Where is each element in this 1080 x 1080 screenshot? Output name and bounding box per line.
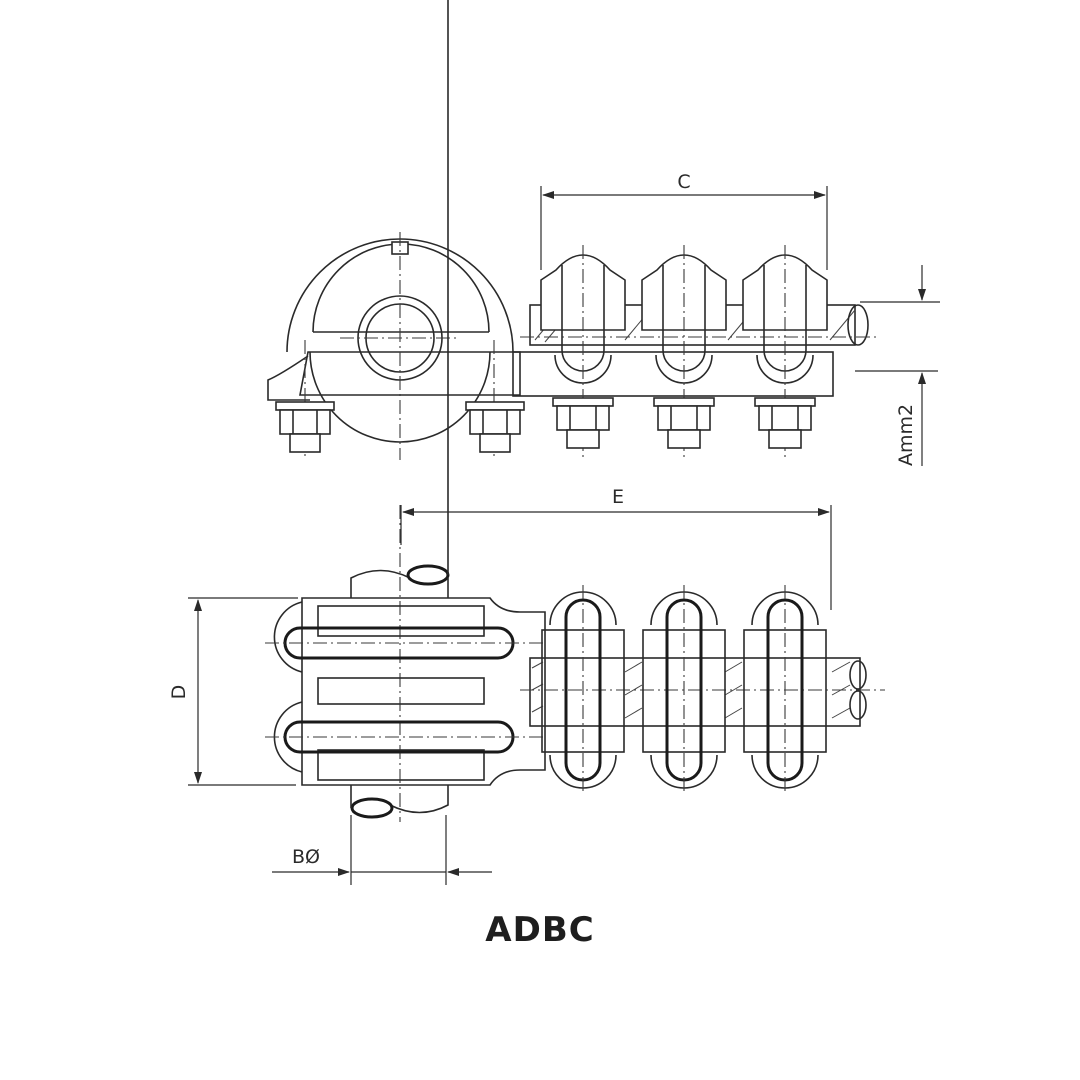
dimension-c: C xyxy=(540,171,828,270)
dimension-e: E xyxy=(400,486,832,610)
dimension-e-label: E xyxy=(612,486,624,508)
dimension-b: BØ xyxy=(272,815,492,885)
conductor-side xyxy=(520,304,880,346)
dimension-a: Amm2 xyxy=(855,265,940,466)
drawing-title: ADBC xyxy=(485,910,595,950)
conductor-plan xyxy=(520,657,885,727)
u-bolt-plan-3 xyxy=(743,585,827,795)
u-bolt-clamps-side xyxy=(540,245,828,460)
u-bolt-3 xyxy=(742,245,828,460)
u-bolt-plan-2 xyxy=(642,585,726,795)
dimension-d: D xyxy=(168,597,298,786)
side-elevation-view: C xyxy=(267,171,940,466)
saddle-plate-plan xyxy=(265,597,546,786)
dimension-a-label: Amm2 xyxy=(895,404,917,466)
dimension-c-label: C xyxy=(677,171,690,193)
top-plan-view: E xyxy=(168,0,885,885)
u-bolt-plan-1 xyxy=(541,585,625,795)
dimension-d-label: D xyxy=(168,685,190,700)
u-bolt-clamps-plan xyxy=(541,585,827,795)
saddle-clamp xyxy=(267,232,521,460)
u-bolt-1 xyxy=(540,245,626,460)
pipe-plan xyxy=(350,0,450,822)
saddle-nuts xyxy=(275,401,525,453)
base-plate xyxy=(512,351,834,397)
u-bolt-2 xyxy=(641,245,727,460)
dimension-b-label: BØ xyxy=(292,846,320,868)
